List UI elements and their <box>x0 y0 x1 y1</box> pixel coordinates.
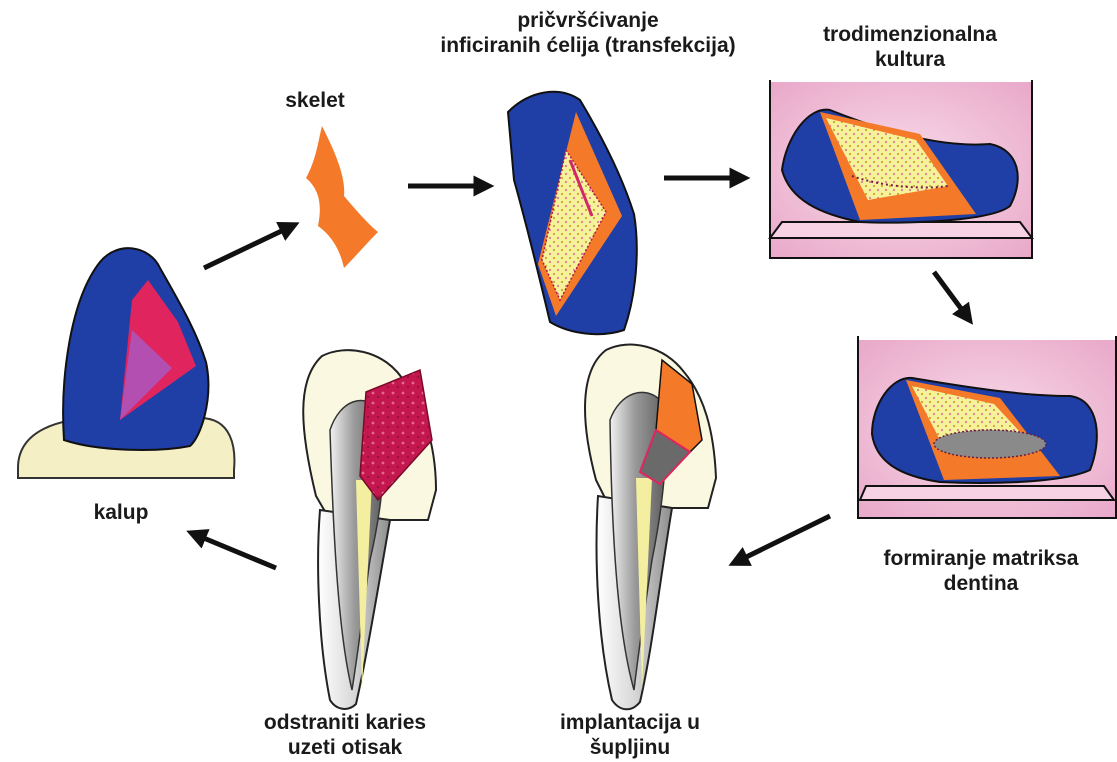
label-culture-line1: trodimenzionalna <box>798 22 1022 47</box>
label-remove-line1: odstraniti karies <box>232 710 458 735</box>
transfection-illustration <box>508 92 637 334</box>
mold-illustration <box>18 248 234 478</box>
matrix-container-illustration <box>858 336 1116 518</box>
label-culture-line2: kultura <box>798 47 1022 72</box>
label-skelet: skelet <box>270 88 360 113</box>
label-kalup: kalup <box>66 500 176 525</box>
label-implant-line1: implantacija u <box>530 710 730 735</box>
label-matrix-line1: formiranje matriksa <box>856 546 1106 571</box>
label-transfection-line1: pričvršćivanje <box>398 8 778 33</box>
label-transfection: pričvršćivanje inficiranih ćelija (trans… <box>398 8 778 58</box>
label-remove-caries: odstraniti karies uzeti otisak <box>232 710 458 760</box>
label-matrix: formiranje matriksa dentina <box>856 546 1106 596</box>
label-transfection-line2: inficiranih ćelija (transfekcija) <box>398 33 778 58</box>
tooth-implant-illustration <box>585 345 716 710</box>
arrow-mold-to-scaffold <box>204 226 292 268</box>
label-implant-line2: šupljinu <box>530 735 730 760</box>
arrow-matrix-to-implant <box>736 516 830 562</box>
label-matrix-line2: dentina <box>856 571 1106 596</box>
label-remove-line2: uzeti otisak <box>232 735 458 760</box>
label-culture: trodimenzionalna kultura <box>798 22 1022 72</box>
label-implant: implantacija u šupljinu <box>530 710 730 760</box>
tooth-cavity-illustration <box>303 350 436 709</box>
label-skelet-text: skelet <box>270 88 360 113</box>
arrow-tooth-to-mold <box>194 534 276 568</box>
label-kalup-text: kalup <box>66 500 176 525</box>
culture-container-illustration <box>770 80 1032 258</box>
scaffold-illustration <box>306 126 378 268</box>
arrow-culture-to-matrix <box>934 272 968 318</box>
